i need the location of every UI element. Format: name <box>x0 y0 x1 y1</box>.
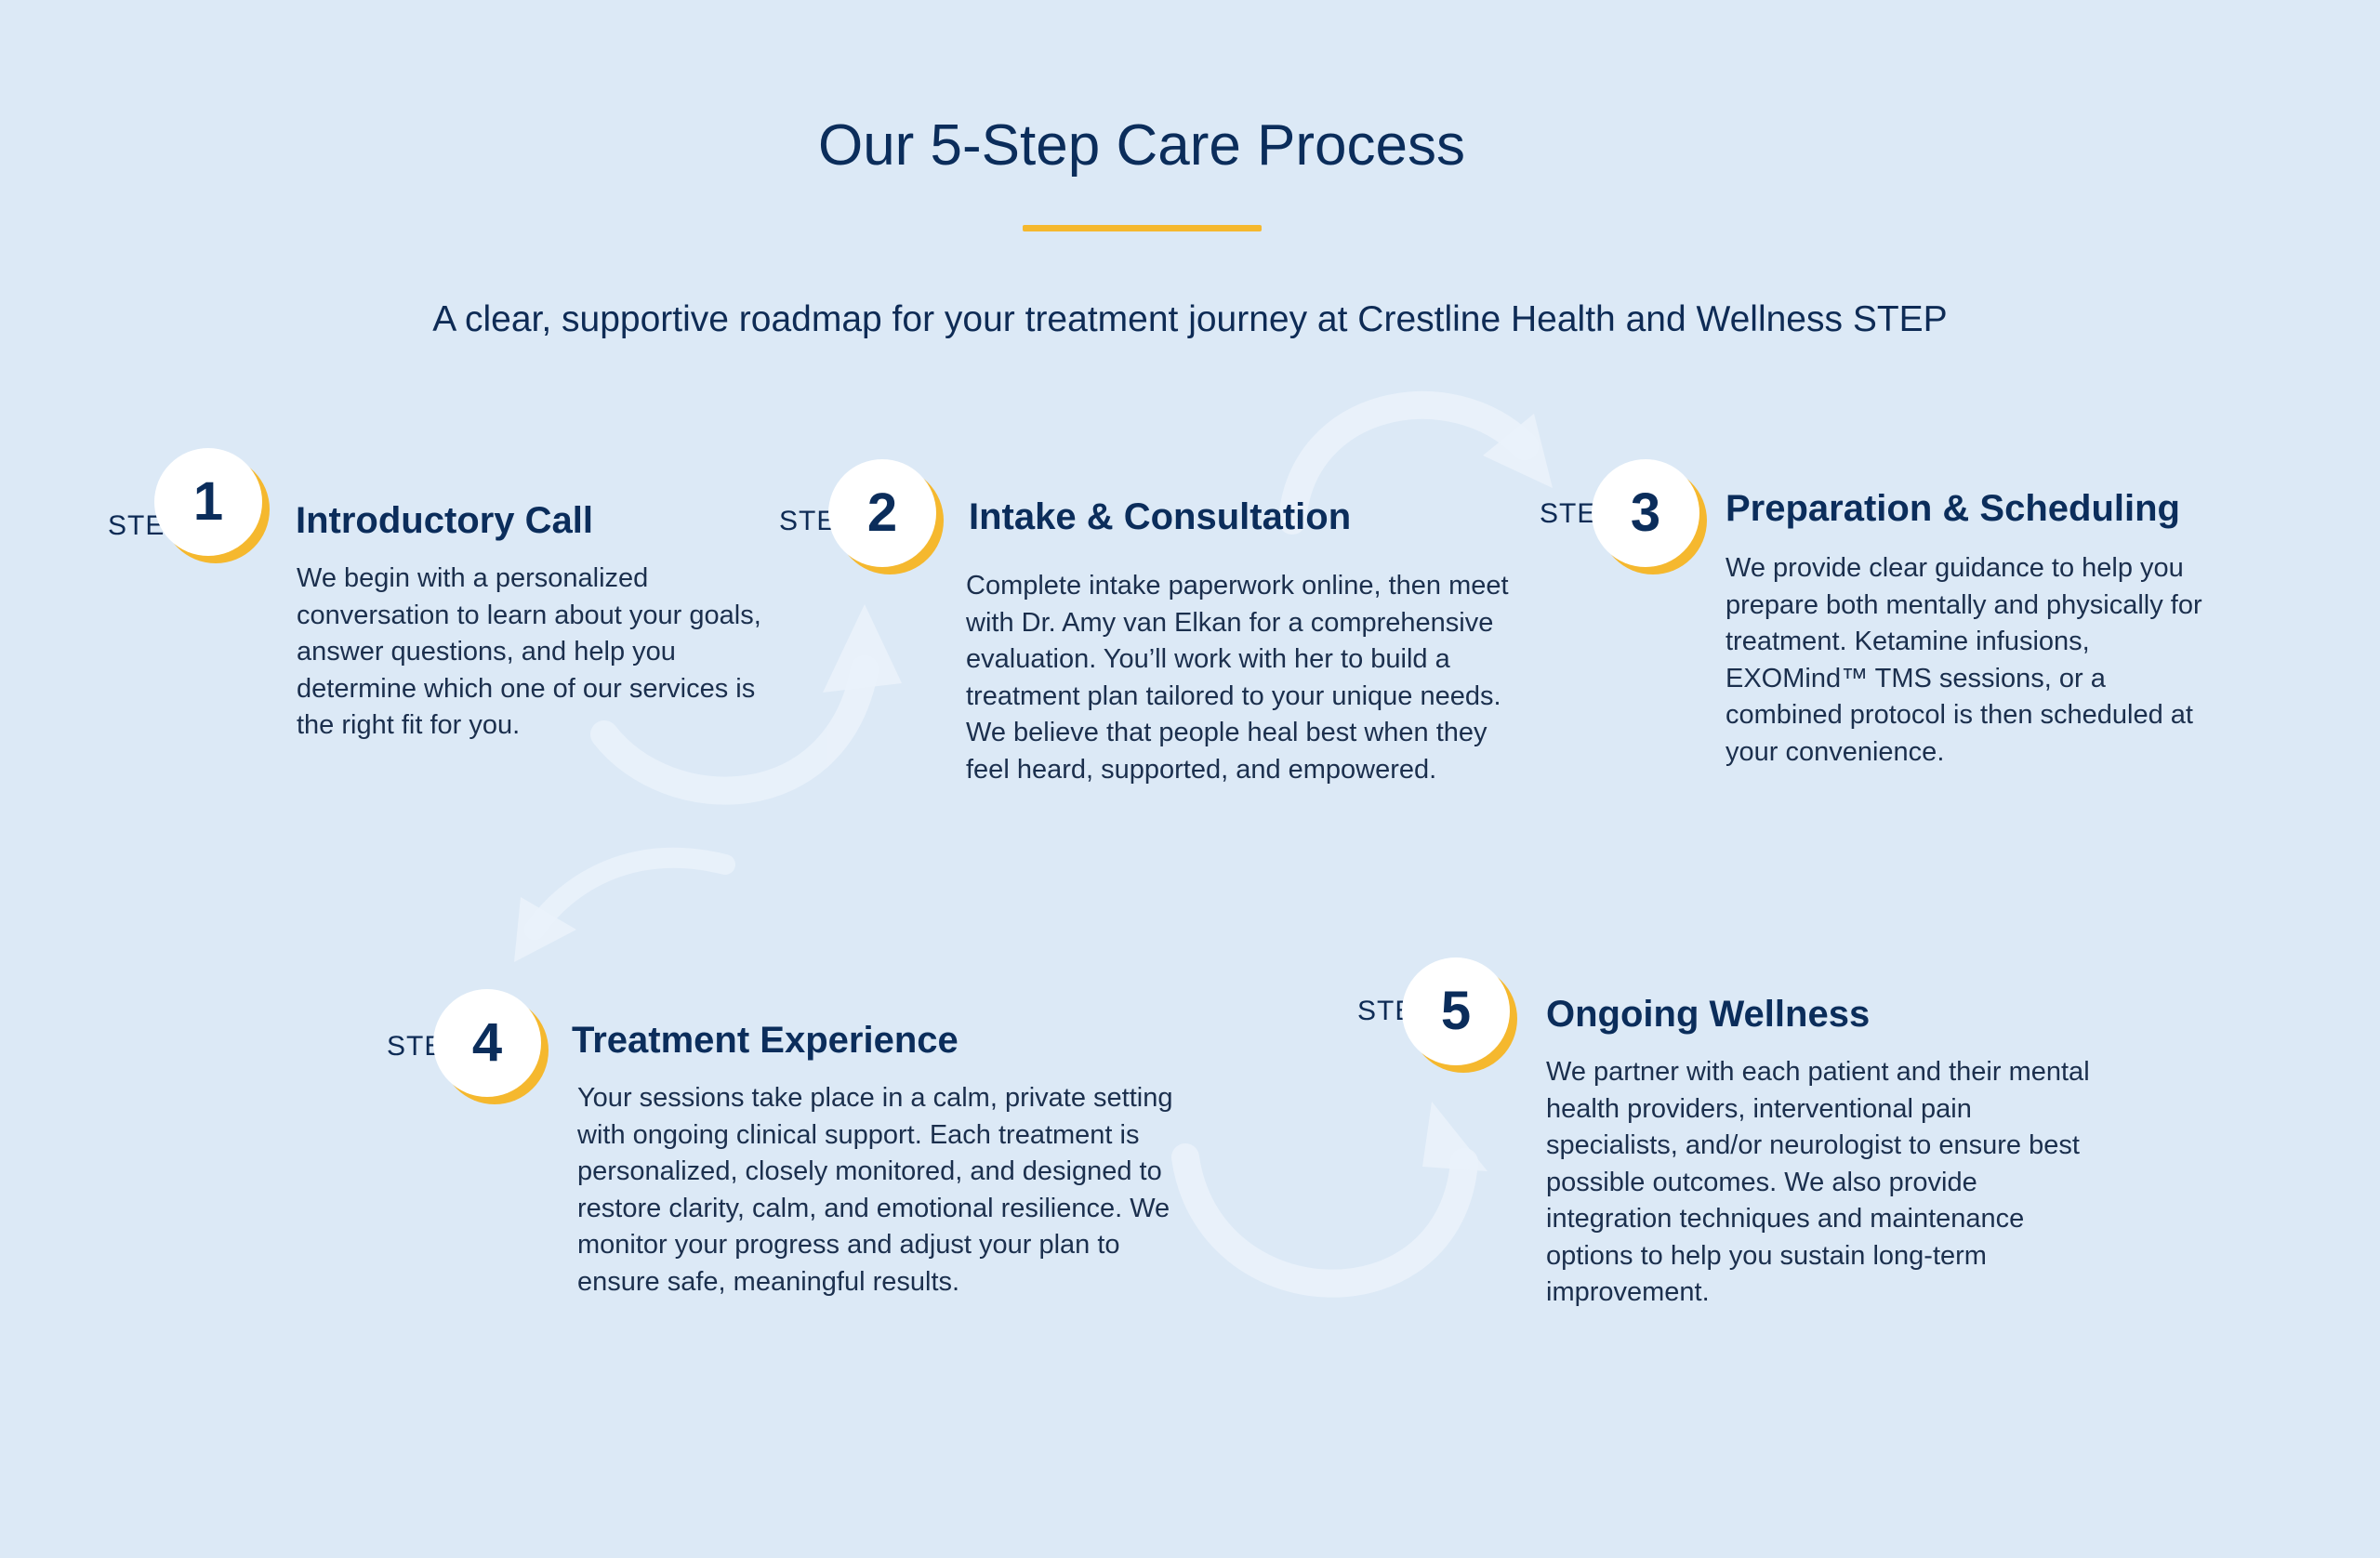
step-1-title: Introductory Call <box>296 500 594 541</box>
step-5-title: Ongoing Wellness <box>1546 994 1871 1035</box>
arrow-step3-to-step4-icon <box>524 847 735 940</box>
step-3-number: 3 <box>1592 459 1699 567</box>
page-subtitle: A clear, supportive roadmap for your tre… <box>432 299 1948 339</box>
arrowhead-step5-icon <box>1422 1102 1488 1171</box>
step-2-badge: 2 <box>828 459 944 574</box>
step-4-number: 4 <box>433 989 541 1097</box>
arrow-step2-to-step3-icon <box>1278 390 1539 535</box>
step-3-badge: 3 <box>1592 459 1707 574</box>
step-1-number: 1 <box>154 448 262 556</box>
step-3-title: Preparation & Scheduling <box>1726 488 2180 529</box>
step-4-badge: 4 <box>433 989 549 1104</box>
page-title: Our 5-Step Care Process <box>817 113 1466 178</box>
title-underline <box>1023 225 1262 231</box>
arrowhead-step3-icon <box>1483 414 1553 488</box>
step-4-description: Your sessions take place in a calm, priv… <box>577 1083 1173 1297</box>
step-5-description: We partner with each patient and their m… <box>1546 1057 2090 1307</box>
step-1-description: We begin with a personalized conversatio… <box>297 563 761 740</box>
step-5-number: 5 <box>1402 957 1510 1065</box>
step-2-title: Intake & Consultation <box>969 496 1352 537</box>
step-2-number: 2 <box>828 459 936 567</box>
arrowhead-step4-icon <box>514 897 576 962</box>
step-5-badge: 5 <box>1402 957 1517 1073</box>
arrowhead-step2-icon <box>823 604 902 693</box>
step-4-title: Treatment Experience <box>572 1020 959 1061</box>
arrow-step4-to-step5-icon <box>1171 1143 1478 1298</box>
arrow-step1-to-step2-icon <box>590 655 879 805</box>
step-1-badge: 1 <box>154 448 270 563</box>
step-3-description: We provide clear guidance to help you pr… <box>1726 553 2202 767</box>
step-2-description: Complete intake paperwork online, then m… <box>966 571 1509 785</box>
